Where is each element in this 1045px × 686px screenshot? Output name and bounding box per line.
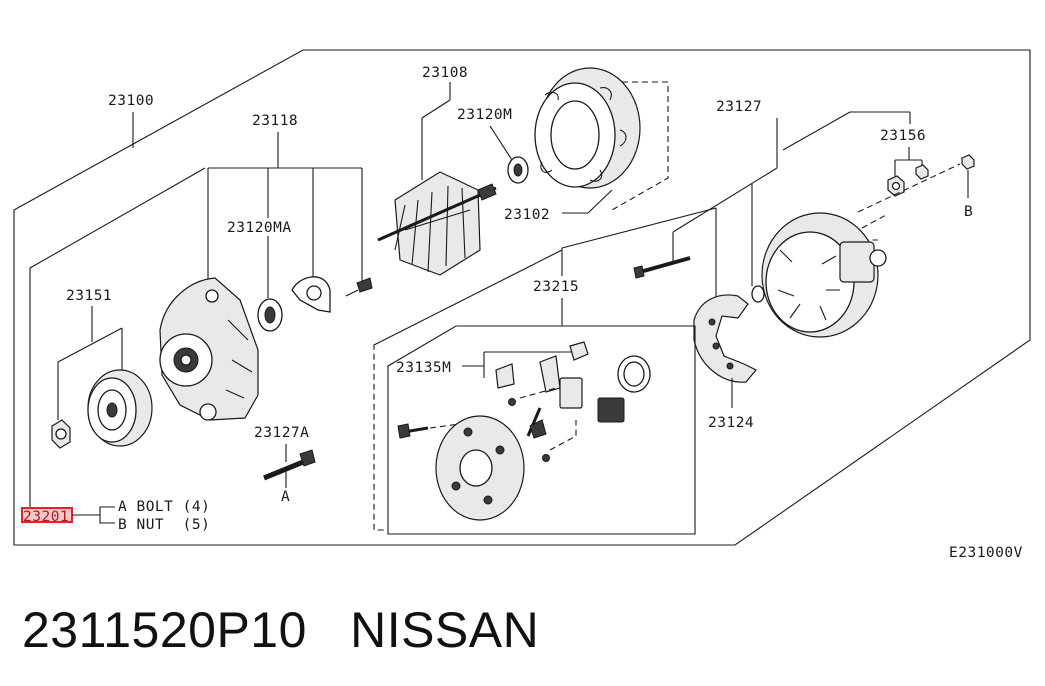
washer	[751, 285, 765, 303]
rotor	[377, 171, 497, 276]
legend-line-a: A BOLT (4)	[118, 499, 210, 515]
cover-disc	[435, 415, 525, 521]
rectifier	[693, 294, 757, 383]
small-screw	[345, 277, 373, 297]
stud-bolt	[633, 256, 691, 279]
nut-small	[915, 164, 929, 180]
part-number-caption: 2311520P10 NISSAN	[22, 602, 540, 658]
stator-dashed-box	[611, 81, 669, 211]
mount-dash-mid	[861, 213, 889, 229]
callout-A: A	[281, 489, 290, 505]
label-23118: 23118	[252, 113, 298, 129]
brush-dashed-outline	[373, 249, 563, 531]
through-bolt	[263, 449, 316, 481]
rear-housing	[159, 277, 259, 421]
nut-b	[961, 154, 975, 170]
nut-large	[887, 175, 905, 197]
exploded-parts-diagram: 23100 23118 23120MA 23151	[13, 49, 1031, 561]
pulley	[87, 369, 153, 447]
label-23120MA: 23120MA	[227, 220, 292, 236]
leader-23127-bar	[672, 167, 778, 233]
legend-line-b: B NUT (5)	[118, 517, 210, 533]
label-23156: 23156	[880, 128, 926, 144]
callout-B: B	[964, 204, 973, 220]
regulator	[495, 341, 625, 462]
label-23127: 23127	[716, 99, 762, 115]
label-23120M: 23120M	[457, 107, 512, 123]
bearing-23120ma	[257, 298, 283, 332]
pulley-nut	[51, 419, 71, 449]
bearing-23120m	[507, 156, 529, 184]
legend-bracket	[99, 506, 115, 524]
label-23108: 23108	[422, 65, 468, 81]
label-23135M: 23135M	[396, 360, 451, 376]
label-23151: 23151	[66, 288, 112, 304]
leader-23120M	[489, 125, 513, 161]
frame-right-inner-d	[782, 111, 851, 151]
cover-screw	[397, 423, 429, 439]
front-housing	[761, 212, 887, 338]
leader-23215-diag	[561, 207, 717, 249]
inner-bracket	[29, 167, 206, 508]
label-23201-highlight-fill	[23, 509, 71, 521]
reg-dash-1	[519, 387, 557, 399]
figure-code: E231000V	[949, 545, 1023, 561]
assembly-frame	[13, 49, 1031, 546]
leader-23151-bar	[57, 327, 123, 363]
label-23127A: 23127A	[254, 425, 309, 441]
gasket-ring	[617, 355, 651, 393]
mount-dash-top	[857, 163, 961, 213]
label-23215: 23215	[533, 279, 579, 295]
retainer-plate	[291, 276, 331, 313]
label-23102: 23102	[504, 207, 550, 223]
label-23201: 23201	[23, 509, 69, 525]
leader-23108-bar	[421, 99, 451, 119]
stator	[534, 67, 641, 189]
label-23100: 23100	[108, 93, 154, 109]
label-23124: 23124	[708, 415, 754, 431]
brush-subframe	[387, 325, 696, 535]
reg-dash-2	[549, 420, 577, 451]
leader-23102-up	[587, 189, 613, 214]
